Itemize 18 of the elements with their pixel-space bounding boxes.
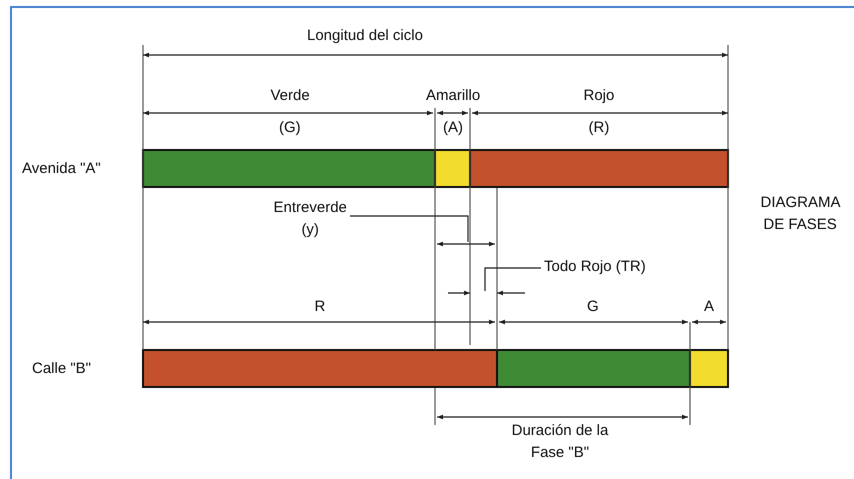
leader-line	[484, 267, 541, 291]
text-label: Verde	[270, 86, 310, 106]
text-label: A	[704, 297, 714, 317]
text-label: (A)	[443, 118, 463, 138]
callout-text: Entreverde (y)	[274, 197, 347, 241]
callout-text: Todo Rojo (TR)	[544, 256, 646, 278]
text-label: G	[587, 297, 599, 317]
text-label: Avenida "A"	[22, 159, 101, 179]
text-label: Calle "B"	[32, 359, 92, 379]
text-label: DIAGRAMA DE FASES	[760, 193, 840, 235]
text-label: (R)	[588, 118, 610, 138]
text-label: Rojo	[584, 86, 614, 106]
text-label: Amarillo	[426, 86, 480, 106]
leader-line	[350, 215, 469, 242]
text-label: R	[314, 297, 326, 317]
text-label: (G)	[279, 118, 301, 138]
text-label: Longitud del ciclo	[307, 26, 423, 46]
text-label: Duración de la Fase "B"	[510, 421, 610, 463]
